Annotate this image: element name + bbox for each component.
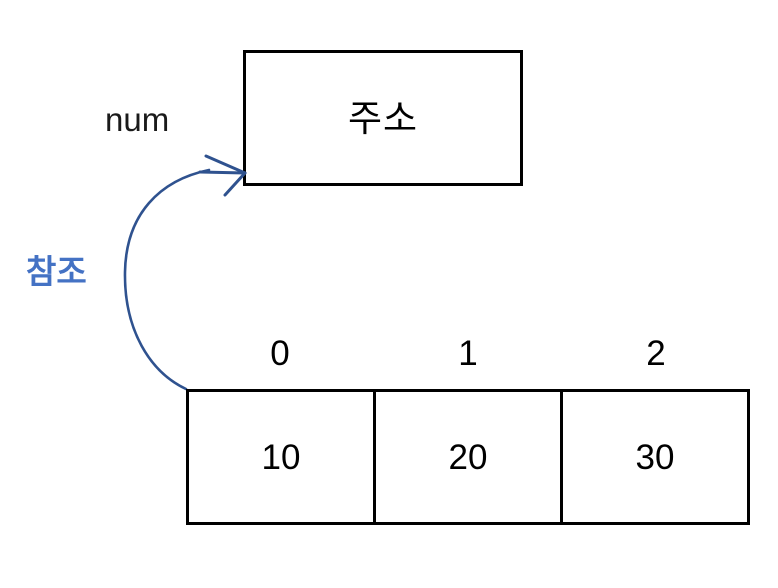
array-cell: 20 xyxy=(376,392,563,522)
address-box: 주소 xyxy=(243,50,523,186)
array-cell: 30 xyxy=(563,392,747,522)
address-box-label: 주소 xyxy=(347,97,419,139)
array-cell-value: 30 xyxy=(635,437,675,477)
array-index: 0 xyxy=(270,334,290,373)
array-index: 2 xyxy=(646,334,666,373)
array-index-row: 0 1 2 xyxy=(186,336,750,384)
reference-label: 참조 xyxy=(26,253,87,290)
array-cell-value: 20 xyxy=(448,437,488,477)
array-index: 1 xyxy=(458,334,478,373)
array-table: 10 20 30 xyxy=(186,389,750,525)
variable-name-label: num xyxy=(105,101,170,138)
array-cell: 10 xyxy=(189,392,376,522)
array-cell-value: 10 xyxy=(261,437,301,477)
